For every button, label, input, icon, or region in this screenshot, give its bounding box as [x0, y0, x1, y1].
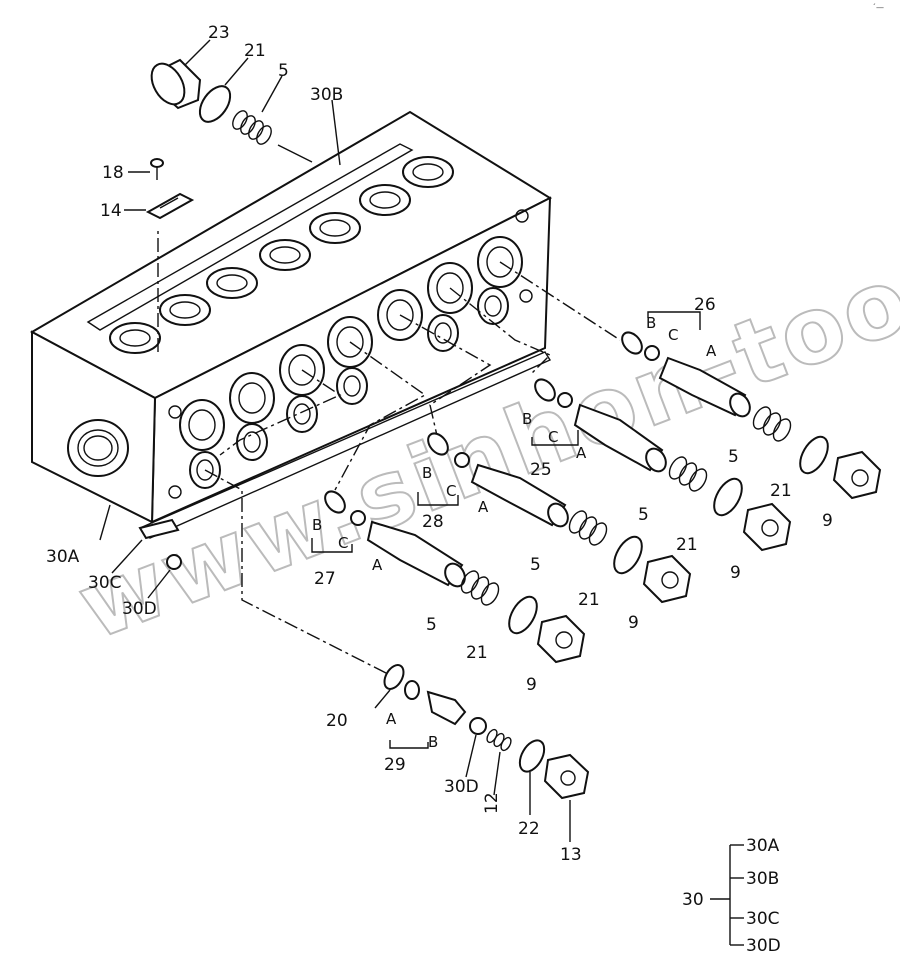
spool-group-25 — [534, 378, 667, 473]
label-30d-bottom: 30D — [444, 777, 479, 797]
label-26: 26 — [694, 295, 716, 315]
left-port — [67, 419, 129, 477]
label-25-c: C — [548, 428, 558, 446]
spool-group-29 — [404, 680, 467, 726]
o-ring-21-d — [508, 595, 538, 635]
ball-30d-body — [166, 554, 182, 570]
label-14: 14 — [100, 201, 122, 221]
nameplate-14 — [124, 192, 195, 220]
label-27-b: B — [312, 516, 322, 534]
label-20: 20 — [326, 711, 348, 731]
label-30a: 30A — [46, 547, 80, 567]
label-28-a: A — [478, 498, 489, 516]
label-29-a: A — [386, 710, 397, 728]
o-ring-21-c — [613, 535, 643, 575]
label-27-c: C — [338, 534, 348, 552]
label-23: 23 — [208, 23, 230, 43]
label-21-a: 21 — [770, 481, 792, 501]
label-5-d: 5 — [426, 615, 437, 635]
o-ring-21-a — [799, 435, 829, 475]
spool-group-28 — [427, 432, 569, 528]
label-5-c: 5 — [530, 555, 541, 575]
spool-group-26 — [621, 331, 751, 418]
label-9-b: 9 — [730, 563, 741, 583]
label-27: 27 — [314, 569, 336, 589]
label-30d: 30D — [122, 599, 157, 619]
label-5-a: 5 — [728, 447, 739, 467]
label-25-b: B — [522, 410, 532, 428]
spring-5-top — [232, 110, 272, 145]
legend-30c: 30C — [746, 909, 780, 929]
legend-parent: 30 — [682, 890, 704, 910]
label-9-c: 9 — [628, 613, 639, 633]
o-ring-21-top — [198, 85, 232, 123]
o-ring-21-b — [713, 477, 743, 517]
label-25: 25 — [530, 460, 552, 480]
label-27-a: A — [372, 556, 383, 574]
label-18: 18 — [102, 163, 124, 183]
spool-group-27 — [324, 490, 466, 588]
o-ring-22 — [518, 739, 546, 773]
spring-12 — [486, 728, 512, 752]
plug-9-a — [832, 450, 882, 500]
plug-9-b — [742, 502, 792, 552]
leader-lines — [99, 39, 701, 842]
label-21-c: 21 — [578, 590, 600, 610]
label-30c: 30C — [88, 573, 122, 593]
label-12: 12 — [482, 792, 502, 814]
plug-9-c — [642, 554, 692, 604]
label-29: 29 — [384, 755, 406, 775]
callout-labels: 23 21 5 30B 18 14 26 B C A 5 21 9 25 B C… — [46, 23, 833, 865]
spring-5-a — [752, 406, 792, 442]
spring-5-d — [460, 570, 500, 606]
gasket-30c — [138, 518, 180, 540]
label-22: 22 — [518, 819, 540, 839]
corner-mark: ´— — [872, 2, 884, 12]
label-21-b: 21 — [676, 535, 698, 555]
label-5-top: 5 — [278, 61, 289, 81]
label-13: 13 — [560, 845, 582, 865]
legend-30b: 30B — [746, 869, 779, 889]
label-21-d: 21 — [466, 643, 488, 663]
label-28-c: C — [446, 482, 456, 500]
label-26-a: A — [706, 342, 717, 360]
front-bores — [168, 209, 533, 499]
label-30b: 30B — [310, 85, 343, 105]
label-28-b: B — [422, 464, 432, 482]
screw-18 — [128, 158, 164, 180]
label-21-top: 21 — [244, 41, 266, 61]
label-5-b: 5 — [638, 505, 649, 525]
spring-5-b — [668, 456, 708, 492]
spring-5-c — [568, 510, 608, 546]
label-25-a: A — [576, 444, 587, 462]
label-9-d: 9 — [526, 675, 537, 695]
plug-23 — [150, 58, 202, 110]
label-28: 28 — [422, 512, 444, 532]
ball-30d — [469, 717, 487, 735]
plug-9-d — [536, 614, 586, 664]
label-29-b: B — [428, 733, 438, 751]
legend-30a: 30A — [746, 836, 780, 856]
label-26-b: B — [646, 314, 656, 332]
plug-13 — [543, 753, 590, 800]
top-ports — [109, 156, 454, 354]
label-9-a: 9 — [822, 511, 833, 531]
assembly-legend: 30 30A 30B 30C 30D — [682, 836, 781, 956]
center-lines — [157, 228, 621, 676]
legend-30d: 30D — [746, 936, 781, 956]
o-ring-20 — [383, 664, 405, 690]
label-26-c: C — [668, 326, 678, 344]
